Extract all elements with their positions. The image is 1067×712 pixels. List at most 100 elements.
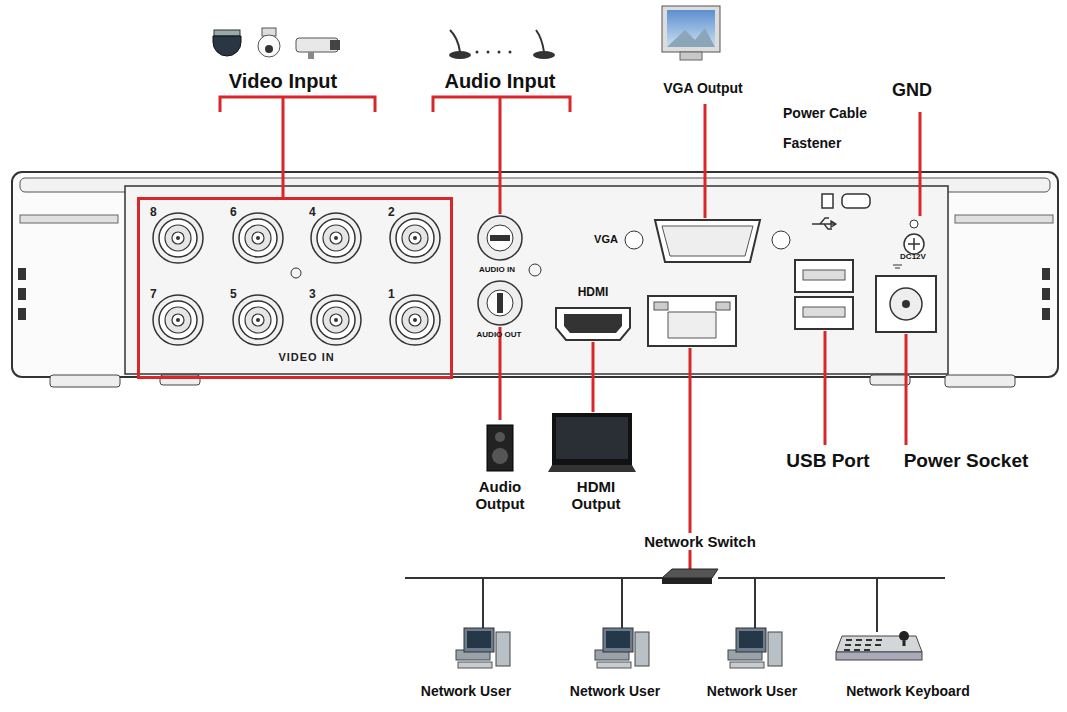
network-keyboard-icon-part bbox=[836, 636, 922, 652]
panel-housing-part bbox=[955, 215, 1053, 223]
panel-label: VIDEO IN bbox=[278, 352, 334, 363]
gnd-terminal-part bbox=[908, 238, 920, 250]
camera-icons bbox=[213, 28, 340, 59]
power-socket-part bbox=[876, 276, 936, 332]
hdmi-port-part bbox=[564, 314, 622, 333]
microphone-icons-part bbox=[498, 51, 501, 54]
network-user-pcs-part bbox=[728, 628, 782, 668]
network-keyboard-icon-part bbox=[836, 652, 922, 660]
vga-port-part bbox=[772, 231, 790, 249]
bnc-connectors-part bbox=[311, 213, 361, 263]
audio-connectors bbox=[478, 216, 541, 325]
monitor-icon bbox=[662, 6, 720, 60]
callout-label: Power Cable Fastener bbox=[783, 98, 895, 158]
panel-housing-part bbox=[870, 375, 910, 385]
bnc-connectors-part bbox=[233, 295, 283, 345]
callout-label: Audio Output bbox=[465, 478, 535, 513]
panel-label: AUDIO OUT bbox=[477, 330, 522, 339]
audio-connectors-part bbox=[490, 235, 510, 241]
channel-number: 8 bbox=[150, 206, 157, 218]
tv-icon bbox=[548, 413, 636, 472]
microphone-icons-part bbox=[449, 51, 471, 59]
rj45-port-part bbox=[654, 302, 668, 310]
hdmi-port-part bbox=[556, 308, 630, 340]
panel-housing-part bbox=[1042, 308, 1050, 320]
usb-ports-part bbox=[803, 307, 845, 317]
red-leader-lines-part bbox=[919, 112, 922, 216]
network-bus-part bbox=[405, 577, 945, 579]
audio-connectors-part bbox=[497, 293, 503, 313]
vga-port-part bbox=[625, 231, 643, 249]
bnc-connectors-part bbox=[153, 213, 203, 263]
bnc-connectors-part bbox=[233, 213, 283, 263]
microphone-icons-part bbox=[487, 51, 490, 54]
power-socket-part bbox=[890, 288, 922, 320]
panel-label: AUDIO IN bbox=[479, 265, 515, 274]
vga-port-part bbox=[662, 226, 753, 256]
red-leader-lines-part bbox=[499, 327, 502, 420]
bnc-connectors-part bbox=[291, 268, 301, 278]
panel-label: DC12V bbox=[900, 252, 926, 261]
red-leader-lines-part bbox=[592, 342, 595, 412]
red-leader-lines-part bbox=[824, 331, 827, 445]
video-input-group: 86427531VIDEO IN bbox=[137, 197, 453, 379]
network-bus bbox=[405, 578, 945, 632]
gnd-terminal bbox=[904, 220, 924, 254]
gnd-terminal-part bbox=[910, 220, 918, 228]
speaker-icon bbox=[487, 425, 513, 471]
network-switch-icon-part bbox=[662, 569, 718, 578]
monitor-icon-part bbox=[680, 52, 702, 60]
tv-icon-part bbox=[552, 413, 632, 465]
hdmi-port bbox=[556, 308, 630, 340]
device-label: Network Keyboard bbox=[846, 683, 970, 699]
group-title: Audio Input bbox=[444, 70, 555, 93]
bnc-connectors-part bbox=[311, 295, 361, 345]
audio-connectors-part bbox=[529, 264, 541, 276]
rj45-port-part bbox=[716, 302, 730, 310]
panel-housing-part bbox=[12, 172, 1058, 377]
power-cable-fastener-part bbox=[842, 194, 870, 208]
monitor-icon-part bbox=[667, 28, 715, 47]
network-keyboard-icon-part bbox=[903, 641, 906, 646]
channel-number: 2 bbox=[388, 206, 395, 218]
monitor-icon-part bbox=[667, 10, 715, 47]
rj45-port bbox=[648, 296, 736, 346]
power-cable-fastener-part bbox=[822, 194, 833, 208]
network-switch-icon bbox=[662, 569, 718, 584]
panel-housing-part bbox=[945, 375, 1015, 387]
network-switch-icon-part bbox=[662, 578, 712, 584]
callout-label: GND bbox=[892, 80, 932, 101]
panel-label: HDMI bbox=[578, 286, 609, 300]
tv-icon-part bbox=[556, 417, 628, 459]
callout-label: USB Port bbox=[786, 450, 869, 472]
power-socket-part bbox=[893, 265, 902, 268]
callout-label: HDMI Output bbox=[566, 478, 626, 513]
monitor-icon-part bbox=[662, 6, 720, 52]
callout-label: VGA Output bbox=[663, 80, 743, 96]
bnc-connectors-part bbox=[390, 295, 440, 345]
network-keyboard-icon bbox=[836, 631, 922, 660]
panel-housing-part bbox=[18, 288, 26, 300]
channel-number: 7 bbox=[150, 288, 157, 300]
device-label: Network User bbox=[421, 683, 511, 699]
panel-housing-part bbox=[18, 308, 26, 320]
microphone-icons-part bbox=[476, 51, 479, 54]
network-user-pcs-part bbox=[456, 628, 510, 668]
camera-icons-part bbox=[265, 45, 273, 53]
red-leader-lines bbox=[220, 97, 920, 572]
bnc-connectors-part bbox=[390, 213, 440, 263]
usb-ports-part bbox=[812, 218, 836, 229]
panel-housing-part bbox=[18, 268, 26, 280]
rj45-port-part bbox=[668, 312, 716, 338]
microphone-icons-part bbox=[450, 30, 460, 52]
usb-ports-part bbox=[795, 297, 853, 329]
bnc-connectors bbox=[153, 213, 440, 345]
vga-port bbox=[625, 220, 790, 262]
power-cable-fastener bbox=[822, 194, 870, 208]
usb-ports-part bbox=[795, 260, 853, 292]
vga-port-part bbox=[655, 220, 760, 262]
audio-connectors-part bbox=[487, 290, 513, 316]
panel-housing-part bbox=[1042, 268, 1050, 280]
network-user-pcs bbox=[456, 628, 782, 668]
